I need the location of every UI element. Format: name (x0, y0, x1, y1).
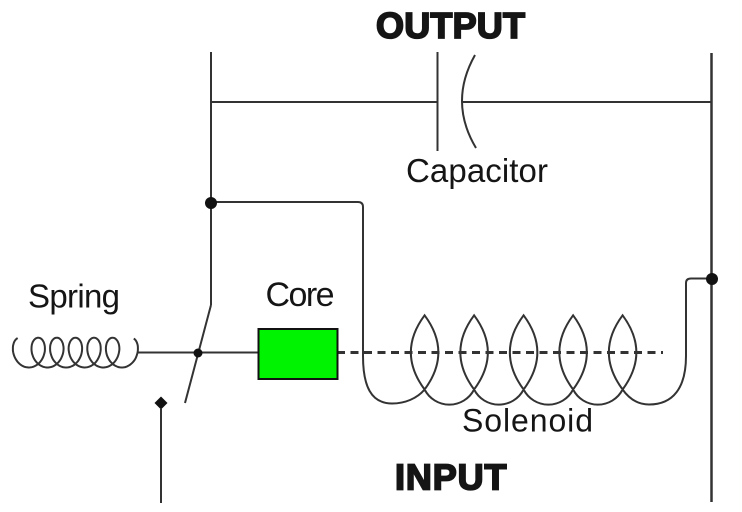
svg-text:INPUT: INPUT (395, 457, 507, 498)
svg-text:Spring: Spring (28, 278, 120, 315)
svg-text:Capacitor: Capacitor (406, 152, 548, 189)
svg-text:Core: Core (266, 276, 335, 314)
svg-text:OUTPUT: OUTPUT (376, 5, 525, 46)
svg-text:Solenoid: Solenoid (462, 402, 593, 438)
